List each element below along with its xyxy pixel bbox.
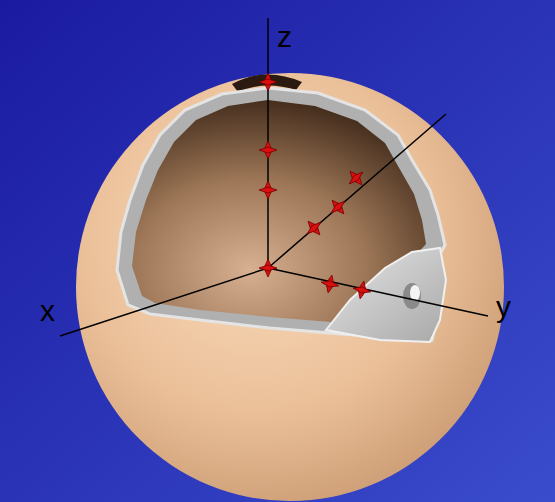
dipoles: [259, 73, 373, 301]
axis-label: y: [496, 292, 511, 322]
dimple: [403, 283, 421, 309]
axis-label: x: [40, 296, 55, 326]
inner-plate: [326, 248, 446, 342]
sphere: [76, 73, 504, 501]
axis-label: z: [277, 22, 292, 52]
axes: [60, 18, 488, 336]
